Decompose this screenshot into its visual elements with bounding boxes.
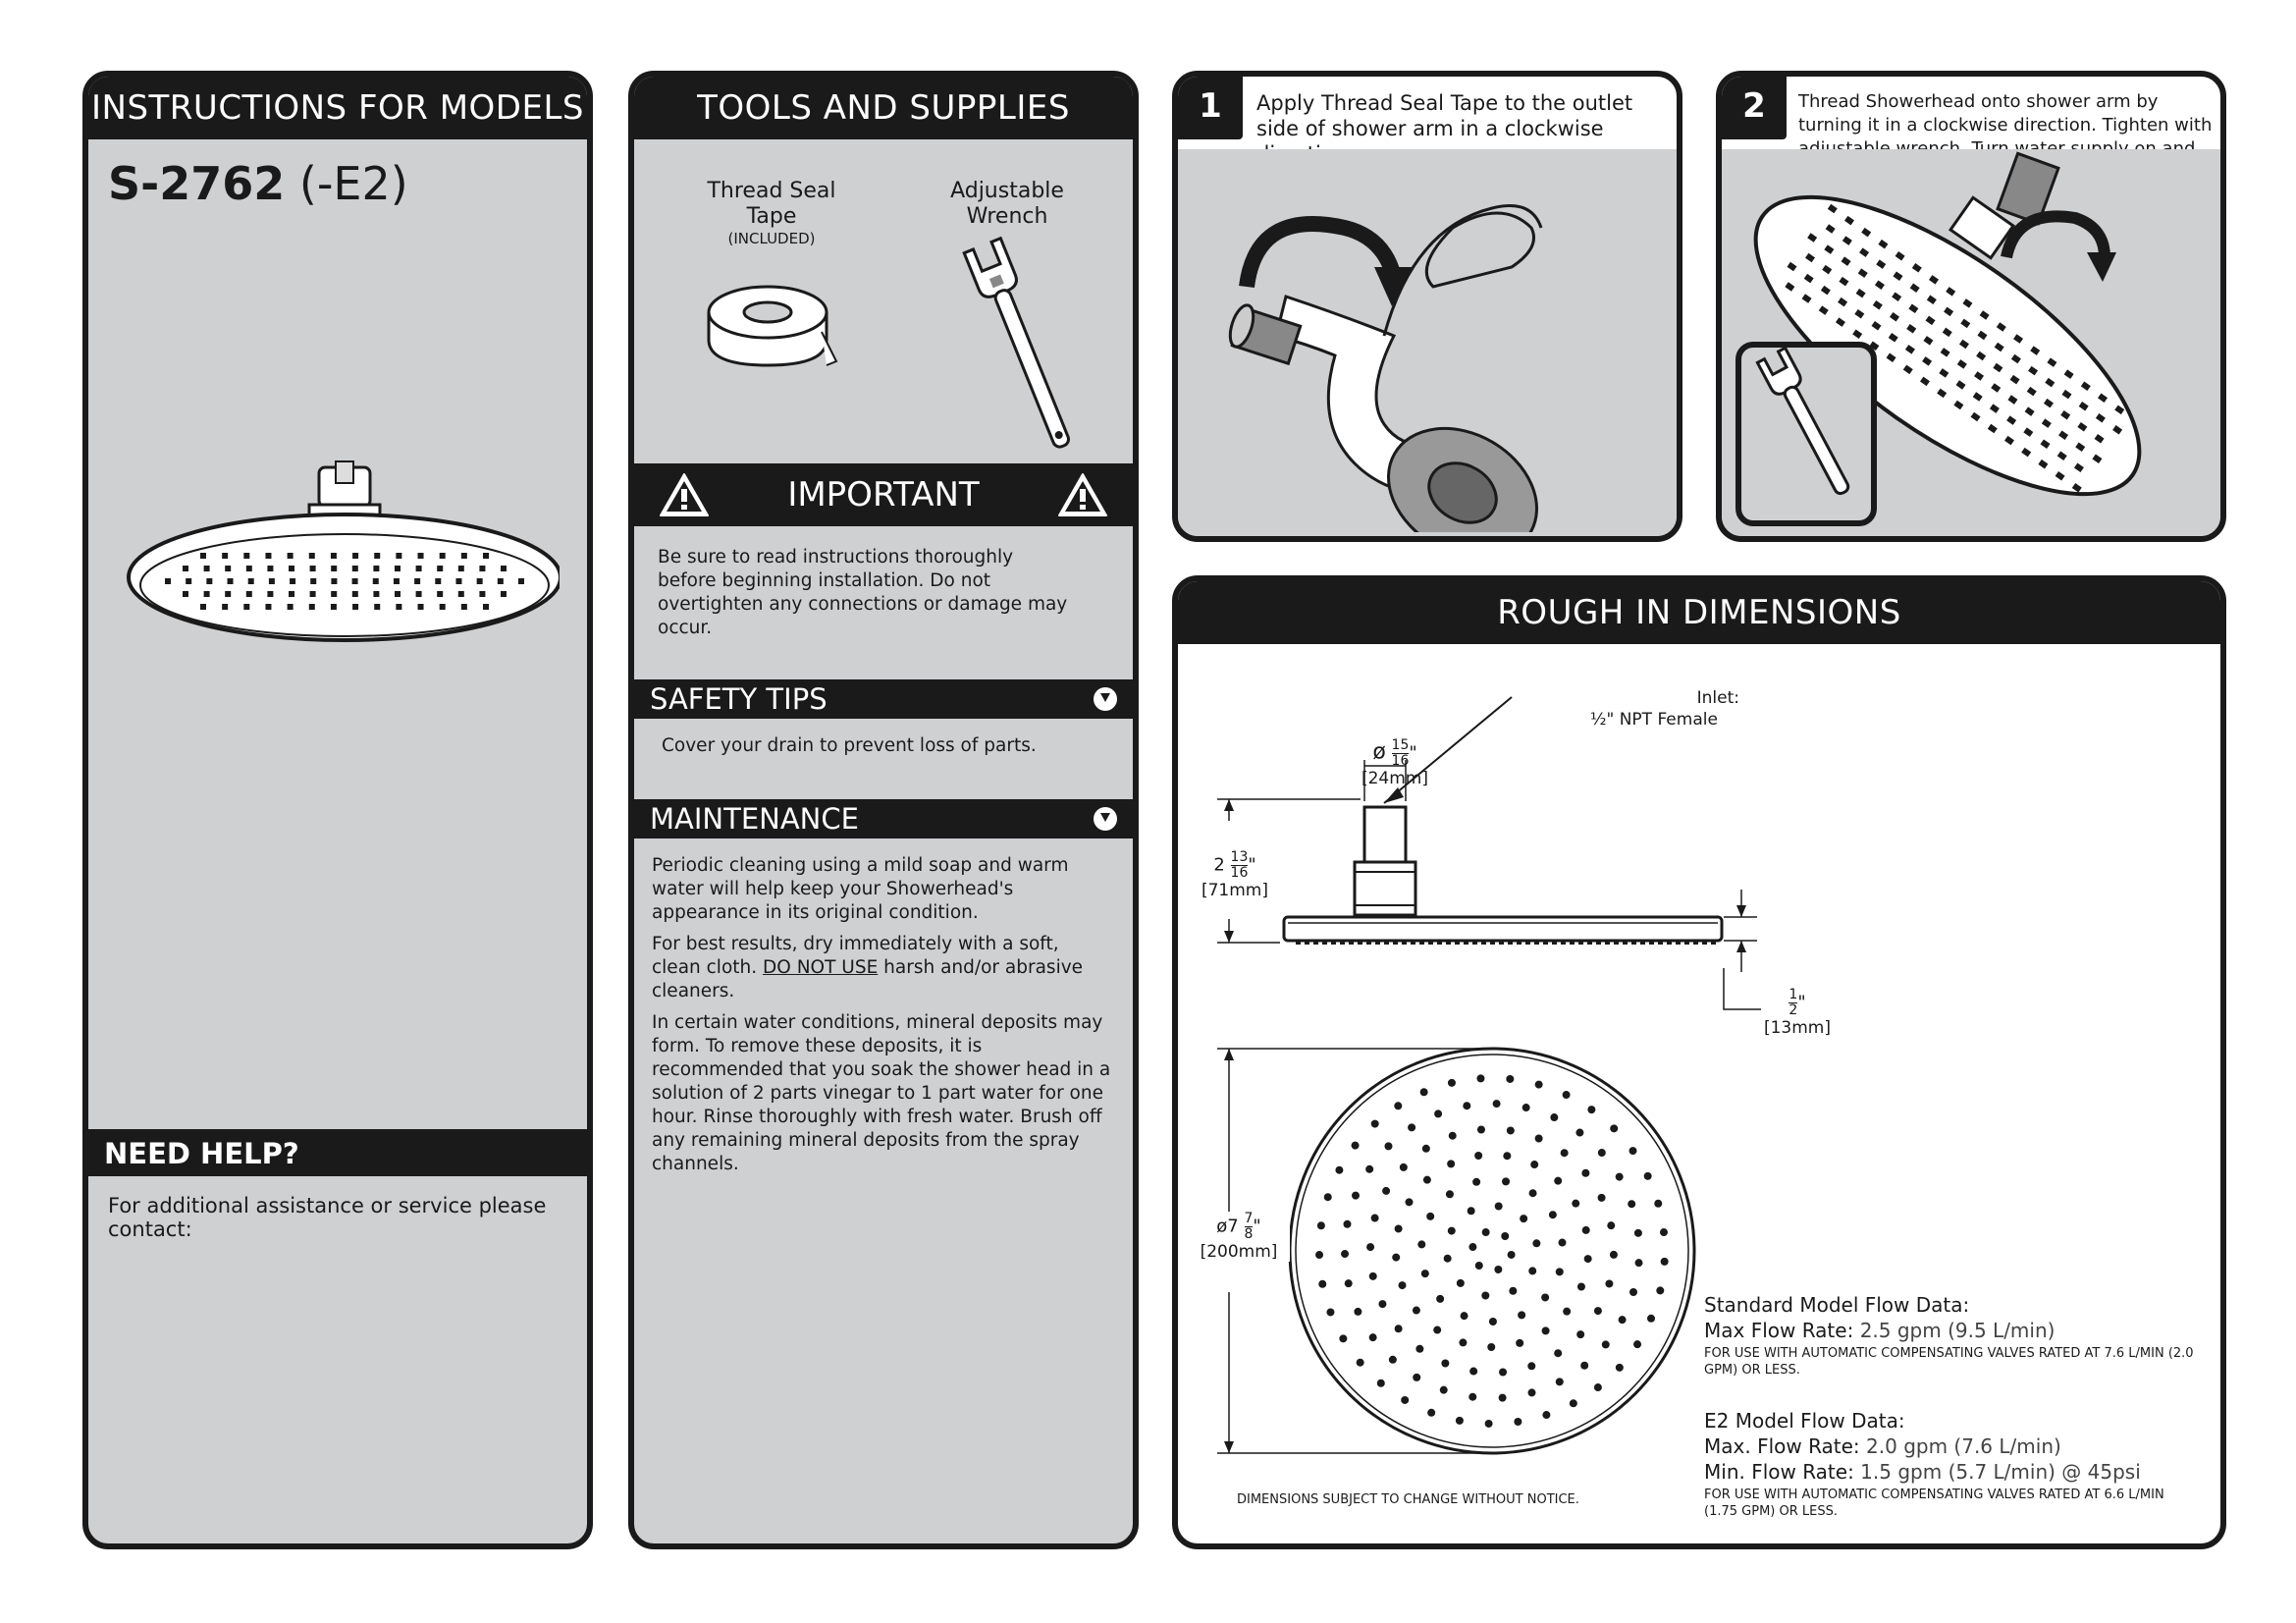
important-text: Be sure to read instructions thoroughly … (658, 547, 1068, 638)
dim-face-diameter: ø7 7 8 " [200mm] (1188, 1212, 1290, 1262)
wrench-icon (1755, 346, 1850, 496)
step-1-panel: 1 Apply Thread Seal Tape to the outlet s… (1172, 71, 1682, 542)
step-2-panel: 2 Thread Showerhead onto shower arm by t… (1716, 71, 2226, 542)
flow-max: Max. Flow Rate: 2.0 gpm (7.6 L/min) (1704, 1434, 2061, 1458)
flow-min: Min. Flow Rate: 1.5 gpm (5.7 L/min) @ 45… (1704, 1460, 2141, 1484)
dimensions-header: ROUGH IN DIMENSIONS (1178, 581, 2220, 644)
wrench-icon (962, 236, 1070, 449)
flow-note: FOR USE WITH AUTOMATIC COMPENSATING VALV… (1704, 1346, 2194, 1378)
maintenance-paragraph: For best results, dry immediately with a… (652, 934, 1084, 1001)
showerhead-illustration (127, 460, 560, 642)
chevron-down-icon (1094, 687, 1117, 711)
shower-arm-tape-illustration (1228, 204, 1543, 532)
standard-flow-data: Standard Model Flow Data: Max Flow Rate:… (1704, 1292, 2195, 1379)
tool-wrench-label: Adjustable Wrench (929, 179, 1086, 230)
warning-icon (660, 473, 709, 516)
dimension-drawing (1217, 696, 1761, 1455)
wrench-inset (1735, 342, 1877, 526)
tools-header: TOOLS AND SUPPLIES (634, 77, 1133, 139)
thread-tape-icon (707, 285, 838, 367)
tool-thread-tape: Thread Seal Tape (INCLUDED) (683, 179, 860, 247)
tool-label-line2: Tape (746, 204, 797, 229)
tool-label-line1: Adjustable (950, 179, 1064, 203)
inlet-title: Inlet: (1696, 688, 1739, 708)
maintenance-text: Periodic cleaning using a mild soap and … (652, 854, 1113, 1176)
need-help-text: For additional assistance or service ple… (108, 1194, 547, 1241)
maintenance-paragraph: In certain water conditions, mineral dep… (652, 1012, 1111, 1174)
flow-title: E2 Model Flow Data: (1704, 1409, 1905, 1433)
tool-label-line1: Thread Seal (707, 179, 836, 203)
step-2-illustration-area (1722, 149, 2220, 536)
warning-icon (1058, 473, 1107, 516)
e2-flow-data: E2 Model Flow Data: Max. Flow Rate: 2.0 … (1704, 1408, 2195, 1520)
safety-text: Cover your drain to prevent loss of part… (662, 735, 1037, 756)
flow-note: FOR USE WITH AUTOMATIC COMPENSATING VALV… (1704, 1488, 2164, 1519)
inlet-label: Inlet: (1543, 687, 1739, 709)
tools-panel: TOOLS AND SUPPLIES Thread Seal Tape (INC… (628, 71, 1139, 1549)
important-title: IMPORTANT (787, 475, 980, 514)
dim-inlet-diameter: ø 15 16 " [24mm] (1361, 737, 1429, 789)
flow-title: Standard Model Flow Data: (1704, 1293, 1970, 1317)
showerhead-install-illustration (1753, 151, 2142, 497)
maintenance-header: MAINTENANCE (634, 799, 1133, 839)
tool-note: (INCLUDED) (727, 230, 816, 247)
models-panel: INSTRUCTIONS FOR MODELS S-2762 (-E2) NEE… (82, 71, 593, 1549)
need-help-header: NEED HELP? (88, 1129, 587, 1176)
dim-height: 2 13 16 " [71mm] (1188, 850, 1282, 900)
flow-max: Max Flow Rate: 2.5 gpm (9.5 L/min) (1704, 1319, 2056, 1342)
maintenance-paragraph: Periodic cleaning using a mild soap and … (652, 855, 1069, 923)
models-header: INSTRUCTIONS FOR MODELS (88, 77, 587, 139)
dimensions-panel: ROUGH IN DIMENSIONS (1172, 575, 2226, 1549)
inlet-value: ½" NPT Female (1590, 710, 1718, 730)
tool-label-line2: Wrench (966, 204, 1048, 229)
important-header: IMPORTANT (634, 463, 1133, 526)
model-number: S-2762 (108, 157, 286, 210)
step-number: 2 (1722, 77, 1787, 139)
dimensions-disclaimer: DIMENSIONS SUBJECT TO CHANGE WITHOUT NOT… (1237, 1492, 1579, 1507)
dim-thickness: 1 2 " [13mm] (1763, 987, 1832, 1039)
step-number: 1 (1178, 77, 1243, 139)
safety-tips-header: SAFETY TIPS (634, 679, 1133, 719)
step-1-illustration-area (1178, 149, 1677, 536)
chevron-down-icon (1094, 807, 1117, 831)
model-title: S-2762 (-E2) (108, 157, 408, 210)
model-variant: (-E2) (298, 157, 408, 210)
